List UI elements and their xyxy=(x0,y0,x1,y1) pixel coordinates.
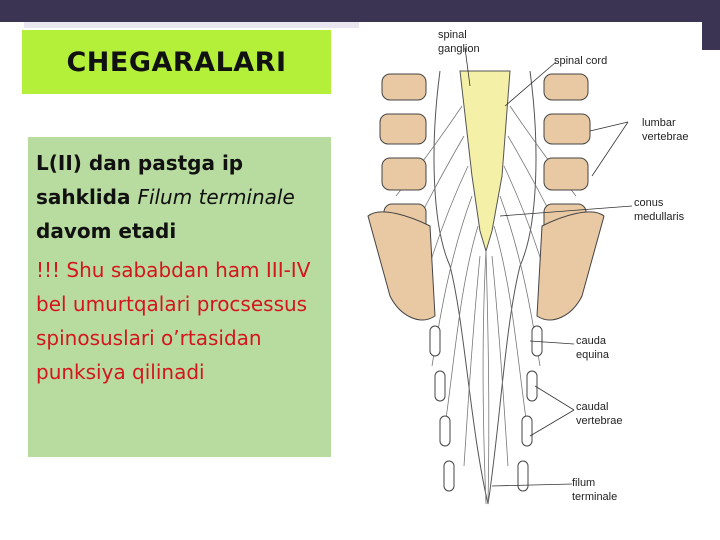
label-cauda-1: cauda xyxy=(576,335,607,347)
label-spinal-ganglion-1: spinal xyxy=(438,29,467,41)
paragraph-warning: !!! Shu sababdan ham III-IV bel umurtqal… xyxy=(36,258,311,384)
spinal-cord-shape xyxy=(459,70,511,253)
paragraph-part-3: davom etadi xyxy=(36,219,177,243)
top-bar-accent xyxy=(702,0,720,50)
caudal-vertebrae xyxy=(429,325,543,492)
label-filum-1: filum xyxy=(572,477,595,489)
content-box: L(II) dan pastga ip sahklida Filum termi… xyxy=(28,137,331,457)
label-spinal-ganglion-2: ganglion xyxy=(438,43,480,55)
title-box: CHEGARALARI xyxy=(22,30,331,94)
paragraph-part-2: Filum terminale xyxy=(137,185,295,209)
paragraph-part-1: L(II) dan pastga ip sahklida xyxy=(36,151,244,209)
sacrum-right xyxy=(536,211,605,321)
label-lumbar-1: lumbar xyxy=(642,117,676,129)
label-caudal-2: vertebrae xyxy=(576,415,622,427)
page-title: CHEGARALARI xyxy=(66,46,287,78)
label-conus-2: medullaris xyxy=(634,211,685,223)
leader-lines xyxy=(464,47,633,487)
label-spinal-cord: spinal cord xyxy=(554,55,607,67)
top-bar xyxy=(0,0,720,22)
lumbar-vertebrae-right xyxy=(543,73,591,233)
label-filum-2: terminale xyxy=(572,491,617,503)
sacrum-left xyxy=(367,211,436,321)
paragraph-filum: L(II) dan pastga ip sahklida Filum termi… xyxy=(36,146,325,248)
lumbar-vertebrae-left xyxy=(379,73,427,233)
label-caudal-1: caudal xyxy=(576,401,608,413)
top-bar-shadow xyxy=(24,22,359,28)
label-lumbar-2: vertebrae xyxy=(642,131,688,143)
label-conus-1: conus xyxy=(634,197,664,209)
spinal-anatomy-figure: spinal ganglion spinal cord lumbar verte… xyxy=(367,29,688,505)
label-cauda-2: equina xyxy=(576,349,610,361)
